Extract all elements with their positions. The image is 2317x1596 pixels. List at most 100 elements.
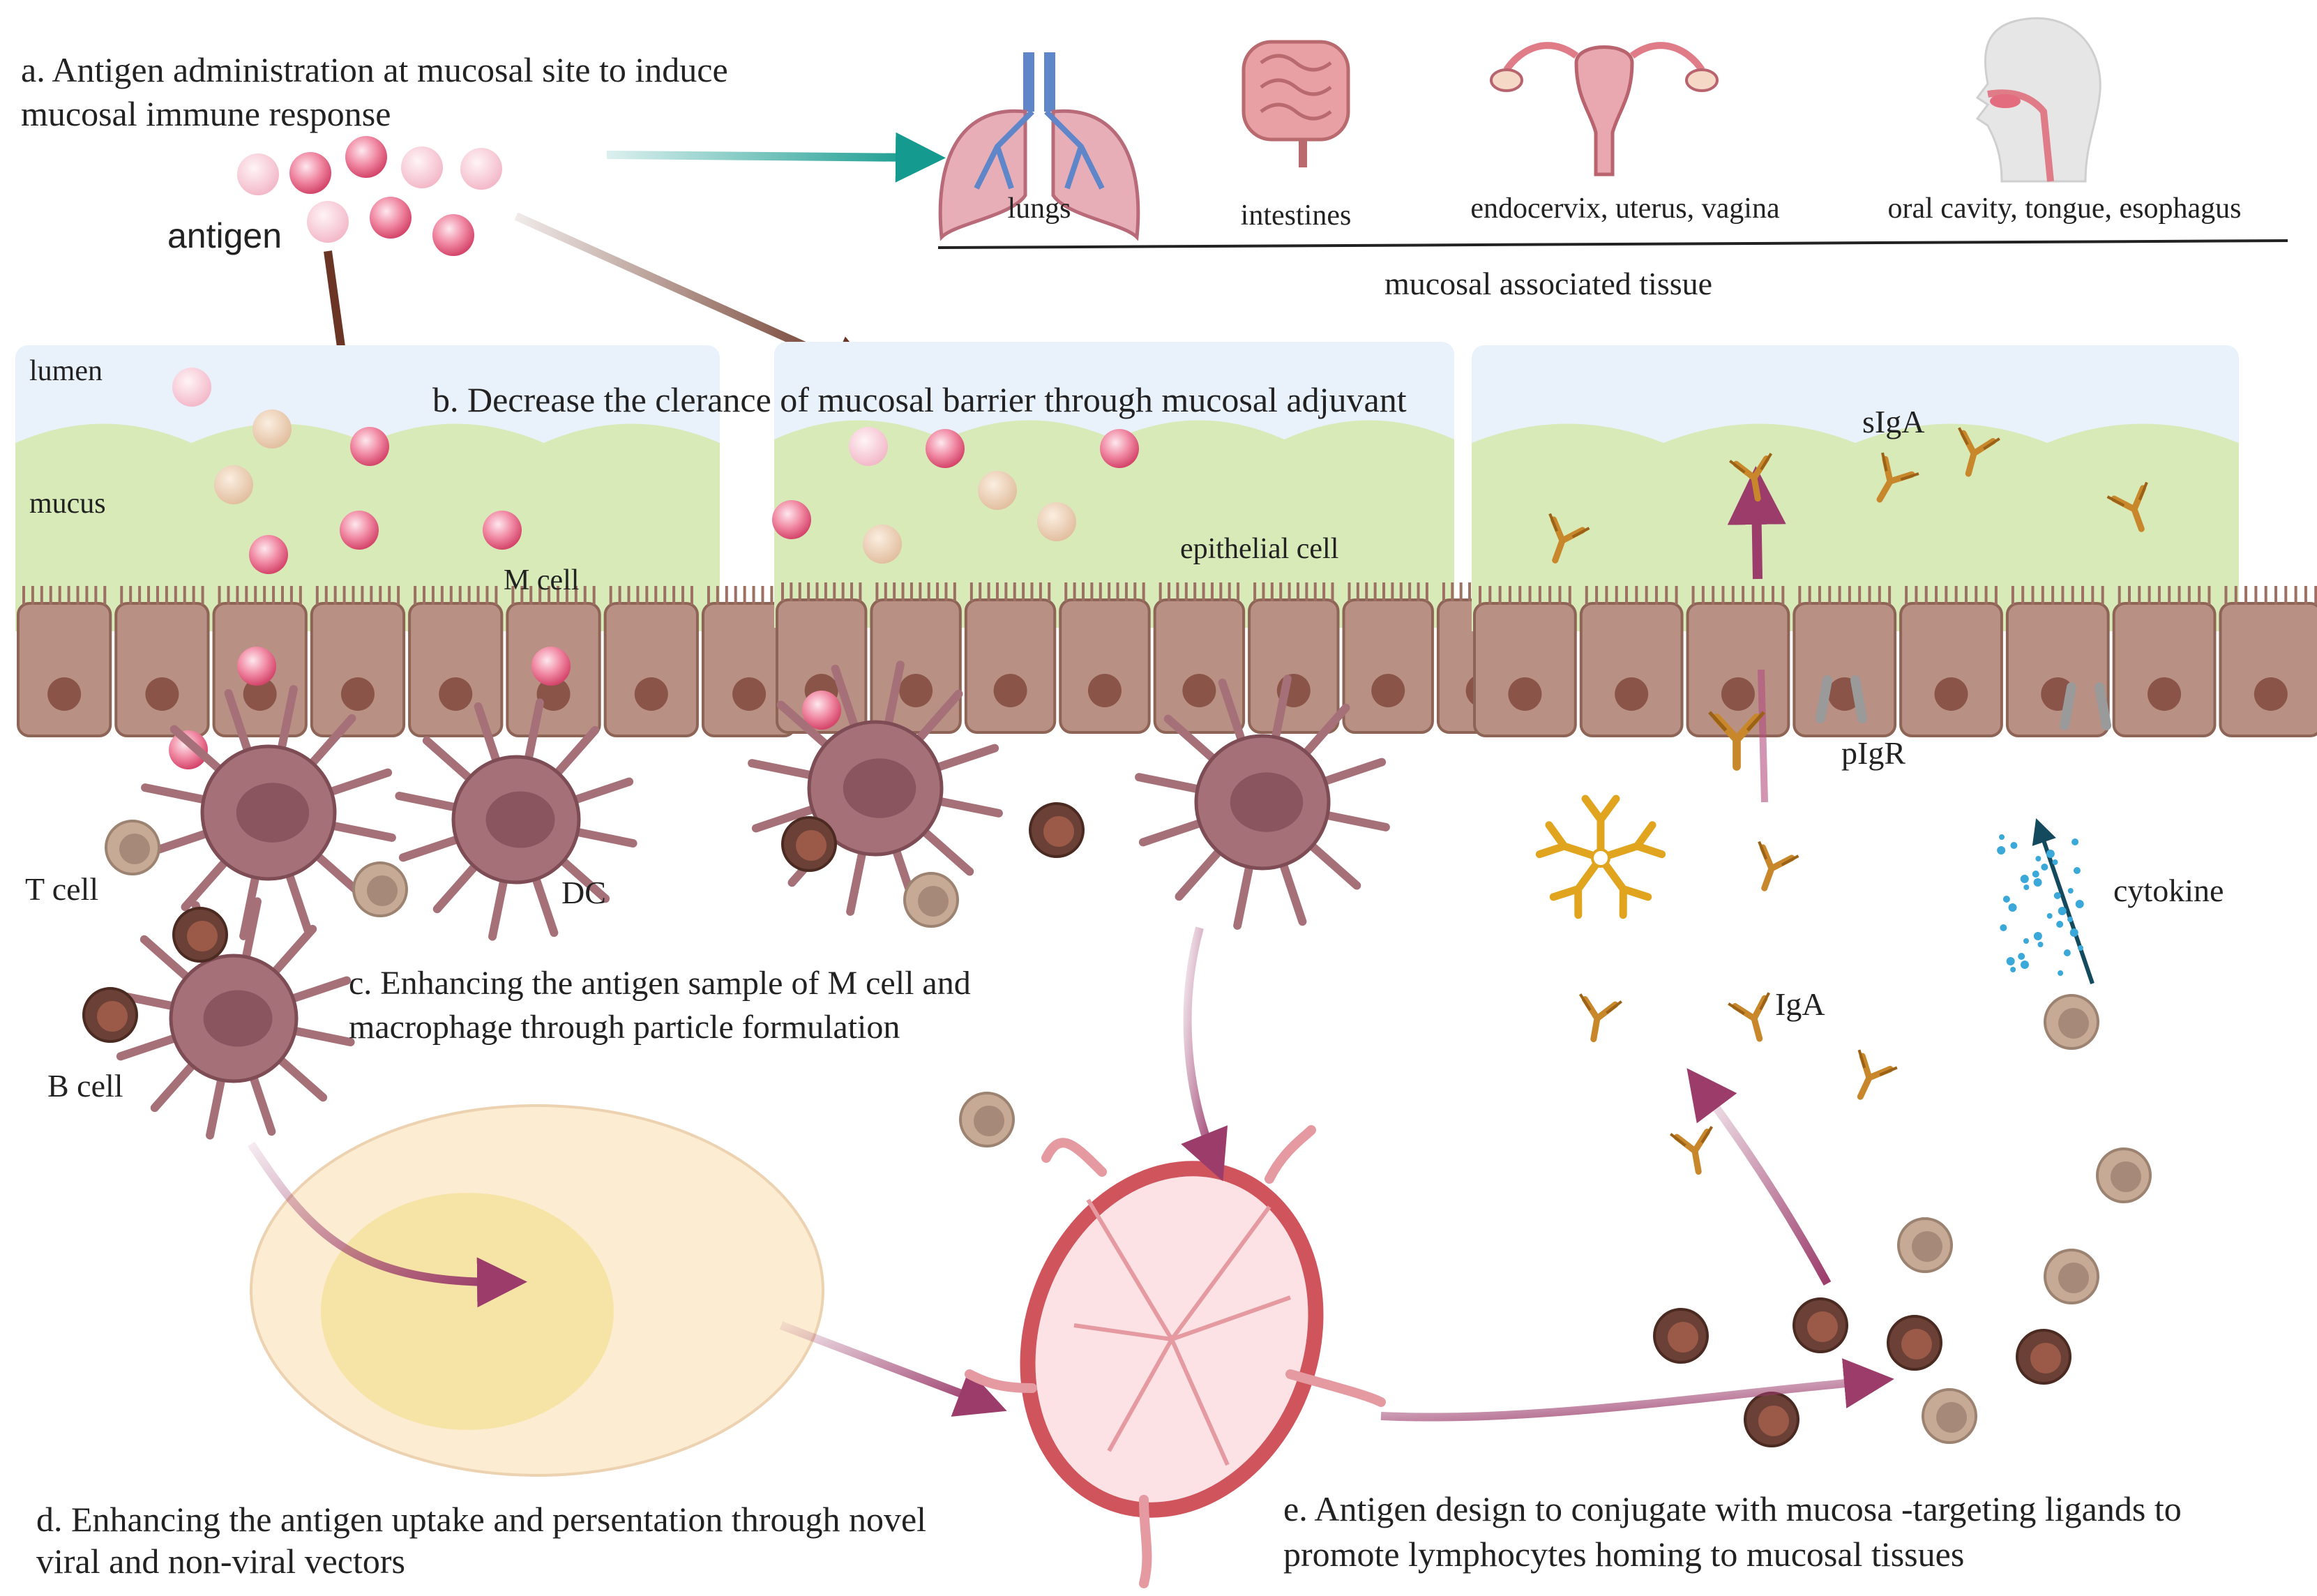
cytokine-dot (2035, 856, 2041, 861)
lymphoid-follicle (250, 1104, 824, 1477)
tissue-label-lungs: lungs (1007, 193, 1071, 225)
cell-nucleus (1508, 677, 1542, 711)
antibody-chain (1708, 711, 1765, 732)
cell-nucleus (1230, 772, 1304, 832)
panel-a-line2: mucosal immune response (21, 94, 391, 133)
cytokine-dot (2069, 928, 2078, 937)
antigen-particle (252, 409, 292, 449)
cytokine-dots (1997, 834, 2084, 976)
dendritic-cell (748, 661, 1003, 916)
cell-nucleus (1182, 674, 1216, 707)
epithelial-cell (1579, 602, 1684, 737)
dendritic-cell (112, 897, 355, 1140)
dendritic-cell (141, 685, 396, 940)
antibody-arm (1597, 821, 1666, 862)
cytokine-dot (1997, 846, 2006, 855)
antibodies (1535, 427, 2148, 1175)
antigen-particle (289, 152, 331, 194)
cytokine-dot (2006, 957, 2015, 965)
antigen-particle (802, 691, 841, 730)
cell-nucleus (796, 830, 827, 861)
cell-nucleus (2030, 1343, 2061, 1373)
antigen-particle (531, 647, 571, 686)
antibody-chain (1857, 1049, 1898, 1076)
head-profile-icon (1975, 17, 2101, 183)
tissue-label-intestines: intestines (1241, 200, 1352, 232)
cell-nucleus (1371, 674, 1405, 707)
cell-nucleus (187, 921, 218, 951)
arrow-bcell-to-iga (1686, 1068, 1832, 1286)
pigr-receptor (2060, 682, 2111, 730)
cytokine-dot (2067, 917, 2074, 922)
tissue-label-oral: oral cavity, tongue, esophagus (1888, 193, 2242, 225)
cytokine-dot (2018, 953, 2025, 960)
cell-nucleus (899, 674, 933, 707)
pentameric-iga (1535, 795, 1666, 919)
cell-nucleus (236, 783, 310, 843)
cytokine-dot (2067, 888, 2074, 894)
cell-nucleus (203, 990, 273, 1047)
iga-subunit (1581, 795, 1620, 862)
cell-nucleus (536, 677, 571, 711)
mucosal-tissue-panel: lungs intestines endocervix, uterus, vag… (937, 17, 2288, 301)
cytokine-dot (2071, 838, 2079, 845)
cell-nucleus (439, 677, 473, 711)
iga-antibody (1728, 992, 1770, 1042)
b-lymphocyte (2016, 1329, 2071, 1385)
receptor-arm (2060, 682, 2111, 730)
t-cell-label: T cell (25, 871, 98, 907)
antigen-particle (345, 136, 387, 178)
antigen-particle (172, 368, 211, 407)
b-lymphocyte (781, 816, 837, 872)
epithelial-cell (1686, 602, 1790, 737)
antigen-particle (340, 511, 379, 550)
t-lymphocyte (2044, 1249, 2099, 1304)
cytokine-dot (2077, 945, 2083, 951)
antigen-particle (237, 153, 279, 195)
antibody-chain (1729, 453, 1773, 474)
iga-subunit (1549, 854, 1605, 919)
iga-antibody (1729, 453, 1773, 502)
t-lymphocyte (903, 872, 959, 928)
t-lymphocyte (2044, 994, 2099, 1050)
cell-nucleus (367, 875, 398, 906)
cytokine-dot (2053, 892, 2061, 899)
b-lymphocyte (1744, 1392, 1799, 1447)
tissue-caption: mucosal associated tissue (1384, 266, 1712, 301)
cell-nucleus (1758, 1406, 1789, 1436)
cytokine-dot (2021, 961, 2030, 969)
iga-antibody (1708, 711, 1765, 771)
cytokine-dot (2023, 884, 2030, 890)
antigen-particle (863, 525, 902, 564)
epithelial-cell (2112, 602, 2217, 737)
iga-antibody (1548, 513, 1590, 564)
cell-nucleus (1721, 677, 1755, 711)
antigen-particle (483, 511, 522, 550)
cell-nucleus (2058, 1008, 2089, 1039)
cytokine-dot (2010, 842, 2018, 849)
arrow-bcell-to-follicle (248, 1141, 527, 1308)
t-lymphocyte (959, 1092, 1015, 1147)
iga-antibody (1578, 993, 1622, 1043)
cell-nucleus (1043, 816, 1074, 847)
cytokine-dot (2000, 924, 2007, 931)
cytokine-dot (2041, 864, 2048, 871)
cell-nucleus (2148, 677, 2182, 711)
iga-antibody (1857, 1049, 1898, 1100)
j-chain (1591, 848, 1610, 868)
cell-nucleus (918, 886, 949, 917)
m-cell-label: M cell (504, 564, 579, 596)
cell-nucleus (1901, 1329, 1932, 1360)
antigen-particle (849, 427, 888, 466)
cytokine-dot (2032, 871, 2039, 878)
antibody-arm (1673, 1129, 1710, 1175)
cytokine-dot (1999, 834, 2005, 840)
antigen-particle (978, 471, 1017, 510)
panel-d-line1: d. Enhancing the antigen uptake and pers… (36, 1500, 926, 1539)
cell-nucleus (145, 677, 179, 711)
b-lymphocyte (1887, 1315, 1942, 1371)
cytokine-dot (2063, 949, 2071, 956)
panel-c-line2: macrophage through particle formulation (349, 1009, 900, 1046)
antigen-particle (350, 427, 389, 466)
